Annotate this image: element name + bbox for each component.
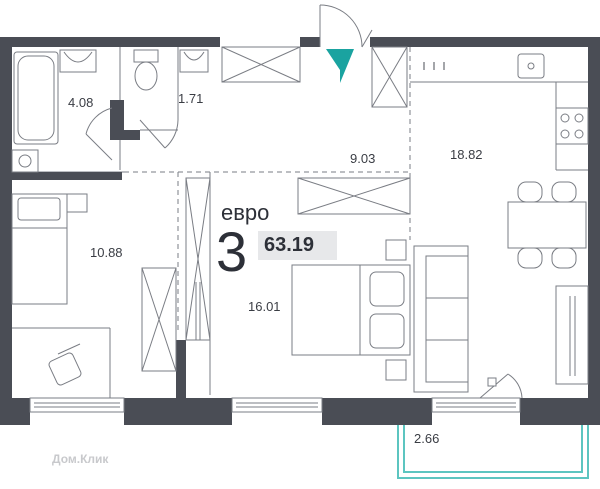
- window-icon: [231, 397, 323, 413]
- sink-icon: [179, 49, 209, 73]
- stove-icon: [555, 107, 589, 145]
- balcony-area: 2.66: [414, 431, 440, 446]
- room-count: 3: [216, 220, 248, 283]
- bed-icon: [11, 193, 68, 305]
- wardrobe-icon: [221, 46, 301, 83]
- wardrobe-icon: [371, 46, 408, 108]
- wardrobe-icon: [141, 267, 177, 372]
- bed-icon: [291, 264, 411, 356]
- apartment-type-label: евро: [221, 200, 270, 225]
- door-swing-icon: [479, 373, 523, 399]
- watermark: Дом.Клик: [52, 452, 109, 466]
- total-area-value: 63.19: [264, 234, 315, 256]
- sink-icon: [517, 53, 545, 79]
- total-area-badge: [258, 231, 337, 260]
- wc-area: 1.71: [178, 91, 204, 106]
- dining-table-icon: [507, 181, 587, 269]
- kitchen-living-area: 18.82: [450, 147, 483, 162]
- bedroom-left-area: 10.88: [90, 245, 123, 260]
- hall-area: 9.03: [350, 151, 376, 166]
- wardrobe-icon: [297, 177, 411, 215]
- chair-icon: [48, 343, 82, 386]
- bathroom-area: 4.08: [68, 95, 94, 110]
- window-icon: [29, 397, 125, 413]
- door-swing-icon: [85, 107, 179, 161]
- door-swing-icon: [319, 4, 373, 48]
- sink-icon: [59, 49, 97, 73]
- bathtub-icon: [13, 51, 59, 145]
- sofa-icon: [413, 245, 469, 393]
- wardrobe-icon: [185, 177, 211, 341]
- window-icon: [431, 397, 521, 413]
- entrance-arrow-icon: [326, 49, 354, 83]
- toilet-icon: [133, 49, 159, 63]
- bedroom-center-area: 16.01: [248, 299, 281, 314]
